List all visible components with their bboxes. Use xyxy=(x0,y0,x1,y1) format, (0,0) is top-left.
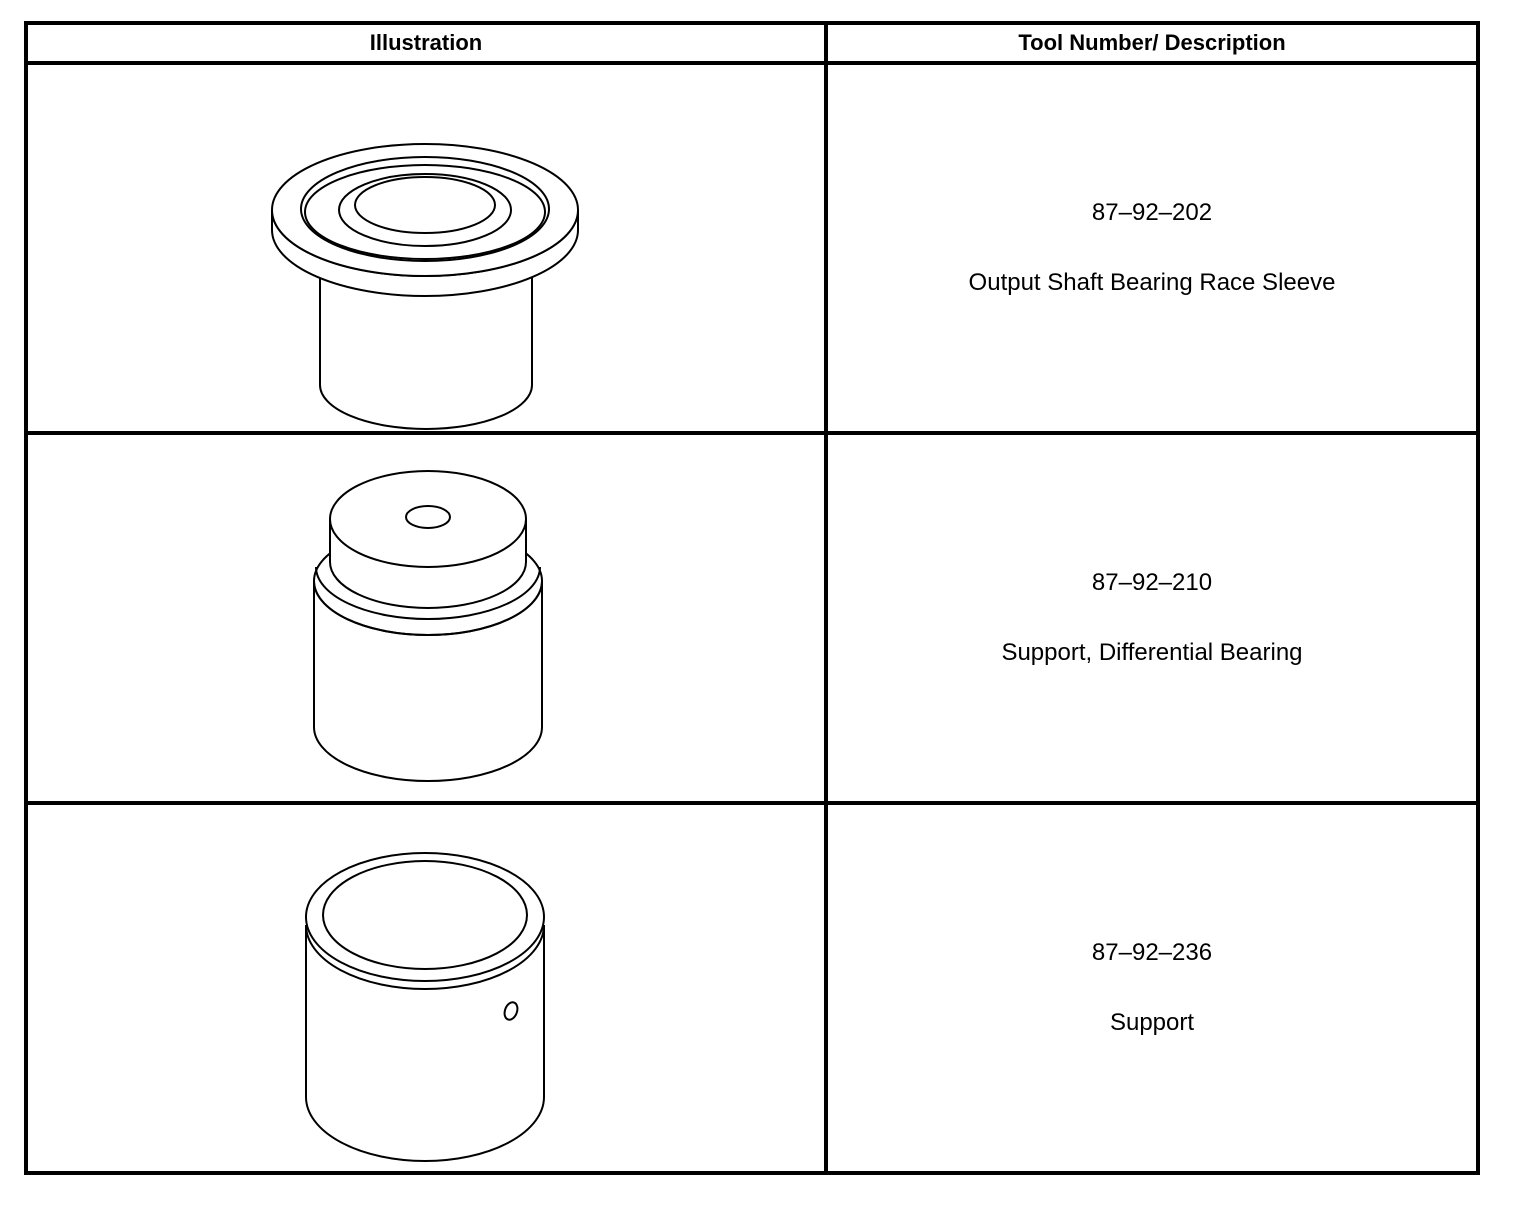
tool-number: 87–92–202 xyxy=(1091,199,1213,226)
table-row: 87–92–202 Output Shaft Bearing Race Slee… xyxy=(24,61,1480,435)
tool-description: Support, Differential Bearing xyxy=(1001,639,1303,666)
tool-description: Support xyxy=(1109,1009,1195,1036)
header-tool-number-description: Tool Number/ Description xyxy=(824,21,1480,65)
illustration-cell xyxy=(24,801,828,1175)
table-header-row: Illustration Tool Number/ Description xyxy=(24,21,1480,65)
tool-cell: 87–92–202 Output Shaft Bearing Race Slee… xyxy=(824,61,1480,435)
header-illustration: Illustration xyxy=(24,21,828,65)
tool-table: Illustration Tool Number/ Description xyxy=(24,21,1480,1175)
illustration-cell xyxy=(24,431,828,805)
flanged-sleeve-icon xyxy=(271,143,579,430)
table-row: 87–92–210 Support, Differential Bearing xyxy=(24,431,1480,805)
illustration-cell xyxy=(24,61,828,435)
tool-description: Output Shaft Bearing Race Sleeve xyxy=(968,269,1336,296)
tool-cell: 87–92–210 Support, Differential Bearing xyxy=(824,431,1480,805)
tool-number: 87–92–210 xyxy=(1091,569,1213,596)
tool-number: 87–92–236 xyxy=(1091,939,1213,966)
tool-cell: 87–92–236 Support xyxy=(824,801,1480,1175)
cylinder-support-icon xyxy=(305,852,545,1162)
table-row: 87–92–236 Support xyxy=(24,801,1480,1175)
stepped-support-icon xyxy=(313,470,543,782)
